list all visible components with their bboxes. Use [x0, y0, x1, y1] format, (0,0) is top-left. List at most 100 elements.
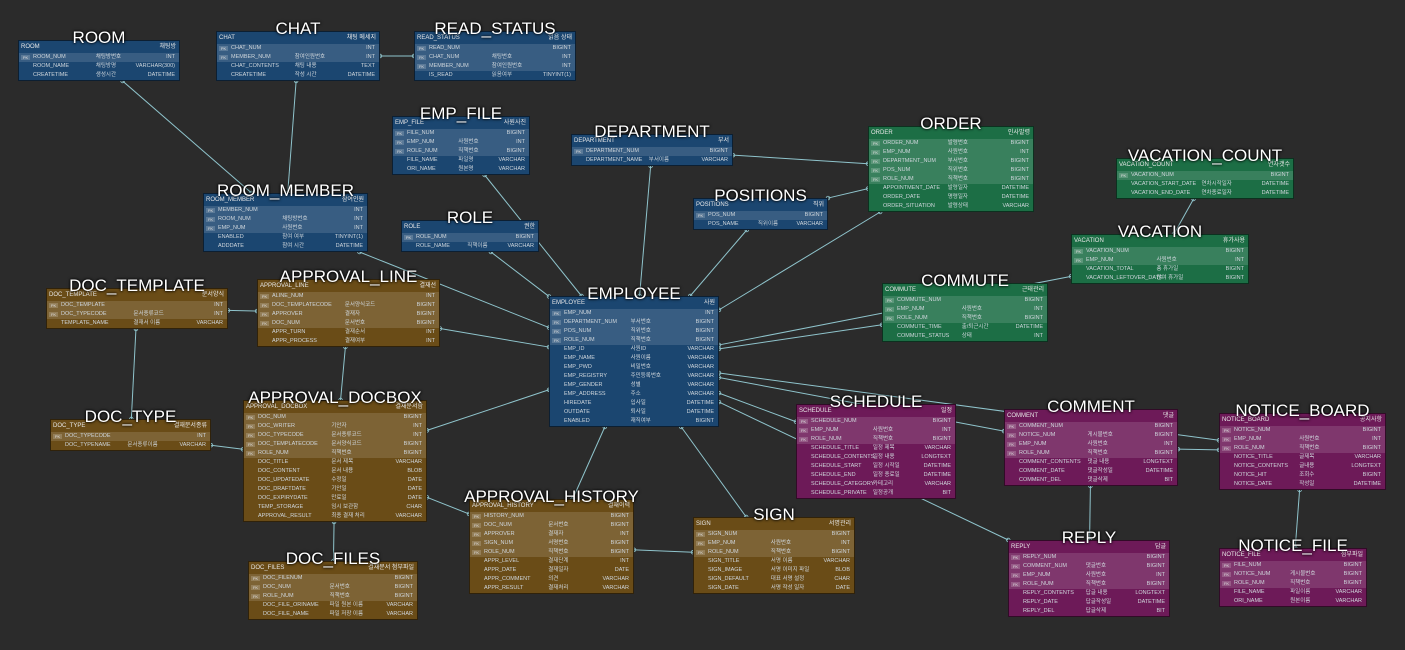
column-row[interactable]: COMMENT_DATE댓글작성일DATETIME	[1005, 467, 1177, 476]
column-row[interactable]: PKDOC_TYPECODEINT	[51, 432, 210, 441]
column-row[interactable]: SCHEDULE_START일정 시작일DATETIME	[797, 462, 955, 471]
column-row[interactable]: PKMEMBER_NUMINT	[204, 206, 367, 215]
table-vacation[interactable]: VACATION휴가사용PKVACATION_NUMBIGINTFKEMP_NU…	[1071, 234, 1249, 284]
column-row[interactable]: FKDOC_TYPECODE문서종류코드INT	[47, 310, 227, 319]
column-row[interactable]: REPLY_DEL답글삭제BIT	[1009, 607, 1169, 616]
column-row[interactable]: FKCOMMENT_NUM댓글번호BIGINT	[1009, 562, 1169, 571]
column-row[interactable]: DOC_DRAFTDATE기안일DATE	[244, 485, 426, 494]
column-row[interactable]: FKEMP_NUM사원번호INT	[1005, 440, 1177, 449]
column-row[interactable]: DOC_TYPENAME문서종류이름VARCHAR	[51, 441, 210, 450]
column-row[interactable]: FKROLE_NUM직책번호BIGINT	[249, 592, 417, 601]
column-row[interactable]: DOC_FILE_NAME파일 저장 이름VARCHAR	[249, 610, 417, 619]
column-row[interactable]: APPROVAL_RESULT최종 결재 처리VARCHAR	[244, 512, 426, 521]
column-row[interactable]: EMP_NAME사원이름VARCHAR	[550, 354, 718, 363]
table-notice-file[interactable]: NOTICE_FILE첨부파일PKFILE_NUMBIGINTFKNOTICE_…	[1219, 548, 1367, 607]
table-employee[interactable]: EMPLOYEE사원PKEMP_NUMINTFKDEPARTMENT_NUM부서…	[549, 296, 719, 427]
table-sign[interactable]: SIGN서명관리PKSIGN_NUMBIGINTFKEMP_NUM사원번호INT…	[693, 517, 855, 594]
column-row[interactable]: FKROLE_NUM직책번호BIGINT	[883, 314, 1047, 323]
table-header[interactable]: COMMENT댓글	[1005, 410, 1177, 422]
column-row[interactable]: PKCHAT_NUMINT	[217, 44, 379, 53]
table-header[interactable]: APPROVAL_DOCBOX결재문서함	[244, 401, 426, 413]
table-approval-history[interactable]: APPROVAL_HISTORY결재이력PKHISTORY_NUMBIGINTF…	[469, 499, 634, 594]
column-row[interactable]: COMMENT_CONTENTS댓글 내용LONGTEXT	[1005, 458, 1177, 467]
column-row[interactable]: PKROOM_NUM채팅방번호INT	[19, 53, 179, 62]
column-row[interactable]: PKDOC_TEMPLATEINT	[47, 301, 227, 310]
column-row[interactable]: FKROLE_NUM직책번호BIGINT	[1005, 449, 1177, 458]
column-row[interactable]: FKNOTICE_NUM게시물번호BIGINT	[1005, 431, 1177, 440]
column-row[interactable]: TEMPLATE_NAME결재서 이름VARCHAR	[47, 319, 227, 328]
table-approval-docbox[interactable]: APPROVAL_DOCBOX결재문서함PKDOC_NUMBIGINTFKDOC…	[243, 400, 427, 522]
table-header[interactable]: ROOM_MEMBER참여인원	[204, 194, 367, 206]
column-row[interactable]: IS_READ읽음여부TINYINT(1)	[415, 71, 575, 80]
table-header[interactable]: REPLY답글	[1009, 541, 1169, 553]
column-row[interactable]: PKSCHEDULE_NUMBIGINT	[797, 417, 955, 426]
column-row[interactable]: FKDOC_TYPECODE문서종류코드INT	[244, 431, 426, 440]
column-row[interactable]: CREATETIME생성시간DATETIME	[19, 71, 179, 80]
table-header[interactable]: APPROVAL_HISTORY결재이력	[470, 500, 633, 512]
column-row[interactable]: FKEMP_NUM사원번호INT	[1220, 435, 1385, 444]
table-header[interactable]: CHAT채팅 메세지	[217, 32, 379, 44]
table-header[interactable]: POSITIONS직위	[694, 199, 827, 211]
column-row[interactable]: PKDOC_NUMBIGINT	[244, 413, 426, 422]
column-row[interactable]: COMMENT_DEL댓글삭제BIT	[1005, 476, 1177, 485]
column-row[interactable]: PKEMP_NUMINT	[550, 309, 718, 318]
column-row[interactable]: OUTDATE퇴사일DATETIME	[550, 408, 718, 417]
table-room[interactable]: ROOM채팅방PKROOM_NUM채팅방번호INTROOM_NAME채팅방명VA…	[18, 40, 180, 81]
column-row[interactable]: FKDOC_NUM문서번호BIGINT	[249, 583, 417, 592]
column-row[interactable]: DEPARTMENT_NAME부서이름VARCHAR	[572, 156, 732, 165]
column-row[interactable]: FKEMP_NUM사원번호INT	[869, 148, 1033, 157]
column-row[interactable]: VACATION_END_DATE연차종료일자DATETIME	[1117, 189, 1293, 198]
column-row[interactable]: FKNOTICE_NUM게시물번호BIGINT	[1220, 570, 1366, 579]
column-row[interactable]: NOTICE_DATE작성일DATETIME	[1220, 480, 1385, 489]
column-row[interactable]: FKEMP_NUM사원번호INT	[393, 138, 529, 147]
column-row[interactable]: ORDER_SITUATION발령상태VARCHAR	[869, 202, 1033, 211]
table-header[interactable]: EMP_FILE사원사진	[393, 117, 529, 129]
column-row[interactable]: FKAPPROVER결재자BIGINT	[258, 310, 439, 319]
column-row[interactable]: FKROLE_NUM직책번호BIGINT	[550, 336, 718, 345]
column-row[interactable]: NOTICE_TITLE글제목VARCHAR	[1220, 453, 1385, 462]
column-row[interactable]: SIGN_DATE서명 작성 일자DATE	[694, 584, 854, 593]
table-order[interactable]: ORDER인사발령PKORDER_NUM발령번호BIGINTFKEMP_NUM사…	[868, 126, 1034, 212]
column-row[interactable]: APPR_RESULT결재처리VARCHAR	[470, 584, 633, 593]
column-row[interactable]: ENABLED재직여부BIGINT	[550, 417, 718, 426]
column-row[interactable]: FKROLE_NUM직책번호BIGINT	[1220, 579, 1366, 588]
column-row[interactable]: ORI_NAME원본이름VARCHAR	[1220, 597, 1366, 606]
column-row[interactable]: APPR_LEVEL결재단계INT	[470, 557, 633, 566]
table-schedule[interactable]: SCHEDULE일정PKSCHEDULE_NUMBIGINTFKEMP_NUM사…	[796, 404, 956, 499]
column-row[interactable]: PKSIGN_NUMBIGINT	[694, 530, 854, 539]
table-header[interactable]: NOTICE_FILE첨부파일	[1220, 549, 1366, 561]
column-row[interactable]: ENABLED참여 여부TINYINT(1)	[204, 233, 367, 242]
column-row[interactable]: FKDEPARTMENT_NUM부서번호BIGINT	[869, 157, 1033, 166]
column-row[interactable]: FKDOC_WRITER기안자INT	[244, 422, 426, 431]
column-row[interactable]: SIGN_DEFAULT대표 서명 설정CHAR	[694, 575, 854, 584]
column-row[interactable]: SCHEDULE_PRIVATE일정공개BIT	[797, 489, 955, 498]
column-row[interactable]: PKCOMMUTE_NUMBIGINT	[883, 296, 1047, 305]
column-row[interactable]: SCHEDULE_CONTENTS일정 내용LONGTEXT	[797, 453, 955, 462]
table-header[interactable]: APPROVAL_LINE결재선	[258, 280, 439, 292]
table-read-status[interactable]: READ_STATUS읽음 상태PKREAD_NUMBIGINTFKCHAT_N…	[414, 31, 576, 81]
column-row[interactable]: NOTICE_CONTENTS글내용LONGTEXT	[1220, 462, 1385, 471]
column-row[interactable]: FKDOC_NUM문서번호BIGINT	[258, 319, 439, 328]
column-row[interactable]: VACATION_START_DATE연차시작일자DATETIME	[1117, 180, 1293, 189]
table-header[interactable]: COMMUTE근태관리	[883, 284, 1047, 296]
column-row[interactable]: EMP_ADDRESS주소VARCHAR	[550, 390, 718, 399]
column-row[interactable]: PKCOMMENT_NUMBIGINT	[1005, 422, 1177, 431]
column-row[interactable]: FKEMP_NUM사원번호INT	[1072, 256, 1248, 265]
column-row[interactable]: SIGN_TITLE서명 이름VARCHAR	[694, 557, 854, 566]
column-row[interactable]: FKROLE_NUM직책번호BIGINT	[1009, 580, 1169, 589]
table-header[interactable]: DOC_TYPE결재문서종류	[51, 420, 210, 432]
column-row[interactable]: EMP_ID사원IDVARCHAR	[550, 345, 718, 354]
column-row[interactable]: PKORDER_NUM발령번호BIGINT	[869, 139, 1033, 148]
table-header[interactable]: DOC_TEMPLATE문서양식	[47, 289, 227, 301]
column-row[interactable]: SCHEDULE_CATEGORY카테고리VARCHAR	[797, 480, 955, 489]
column-row[interactable]: SIGN_IMAGE서명 이미지 파일BLOB	[694, 566, 854, 575]
column-row[interactable]: FKDEPARTMENT_NUM부서번호BIGINT	[550, 318, 718, 327]
column-row[interactable]: ROOM_NAME채팅방명VARCHAR(300)	[19, 62, 179, 71]
table-header[interactable]: ROOM채팅방	[19, 41, 179, 53]
column-row[interactable]: APPR_COMMENT의견VARCHAR	[470, 575, 633, 584]
column-row[interactable]: PKVACATION_NUMBIGINT	[1072, 247, 1248, 256]
table-room-member[interactable]: ROOM_MEMBER참여인원PKMEMBER_NUMINTFKROOM_NUM…	[203, 193, 368, 252]
column-row[interactable]: PKALINE_NUMINT	[258, 292, 439, 301]
column-row[interactable]: FKPOS_NUM직위번호BIGINT	[869, 166, 1033, 175]
column-row[interactable]: FKEMP_NUM사원번호INT	[204, 224, 367, 233]
